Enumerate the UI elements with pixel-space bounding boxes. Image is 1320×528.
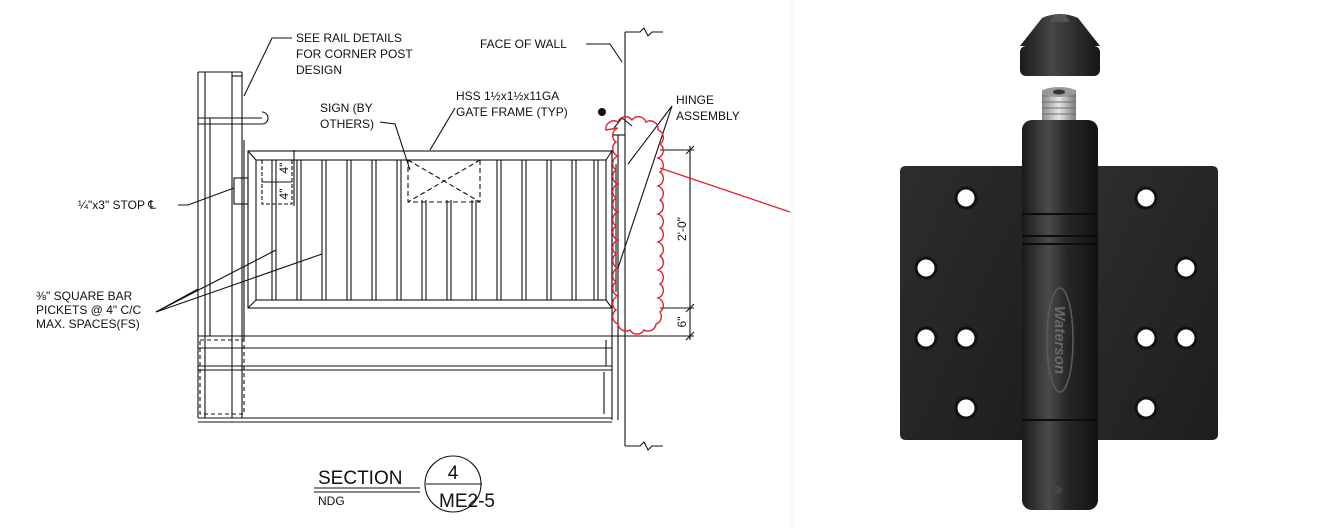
right-screw-holes — [1134, 186, 1198, 420]
drawing-labels: SEE RAIL DETAILS FOR CORNER POST DESIGN … — [36, 31, 740, 512]
label-rail-details-3: DESIGN — [296, 63, 342, 77]
leaders — [155, 37, 673, 313]
section-bubble — [314, 455, 482, 513]
gate-frame — [247, 150, 613, 309]
stop-plate — [233, 177, 249, 205]
wall — [611, 27, 663, 451]
sign-outline — [407, 159, 481, 203]
brand-logo: Waterson — [1046, 287, 1074, 393]
label-stop-plate: ¼"x3" STOP ℄ — [78, 198, 156, 212]
section-sheet: ME2-5 — [439, 491, 495, 512]
label-rail-details-1: SEE RAIL DETAILS — [296, 31, 402, 45]
section-number: 4 — [448, 463, 459, 484]
label-hinge-2: ASSEMBLY — [676, 109, 740, 123]
label-hss-2: GATE FRAME (TYP) — [456, 105, 568, 119]
section-scale: NDG — [318, 494, 345, 508]
brand-name: Waterson — [1051, 306, 1068, 374]
label-sign-1: SIGN (BY — [320, 101, 373, 115]
hinge-product-image: Waterson — [900, 14, 1218, 510]
label-rail-details-2: FOR CORNER POST — [296, 47, 413, 61]
hinge-cap — [1020, 14, 1100, 76]
label-pickets-2: PICKETS @ 4" C/C — [36, 303, 141, 317]
label-hss-1: HSS 1½x1½x11GA — [456, 89, 559, 103]
label-pickets-3: MAX. SPACES(FS) — [36, 317, 140, 331]
left-leaf-plate — [900, 166, 1025, 440]
label-hinge-1: HINGE — [676, 93, 714, 107]
revision-cloud — [605, 116, 664, 335]
dim-4a: 4" — [277, 163, 291, 174]
corner-post — [197, 71, 269, 418]
small-dim-box — [261, 150, 295, 206]
section-title: SECTION — [318, 468, 402, 489]
dim-4b: 4" — [277, 189, 291, 200]
right-leaf-plate — [1095, 166, 1218, 440]
technical-drawing — [155, 27, 791, 513]
dim-2ft: 2'-0" — [675, 217, 689, 241]
dim-6in: 6" — [675, 317, 689, 328]
left-screw-holes — [914, 186, 978, 420]
base-slab — [198, 335, 612, 423]
hinge-barrel — [1022, 120, 1098, 510]
label-sign-2: OTHERS) — [320, 117, 374, 131]
label-pickets-1: ⅜" SQUARE BAR — [36, 289, 133, 303]
label-face-of-wall: FACE OF WALL — [480, 37, 567, 51]
pickets — [271, 160, 599, 300]
callout-leader — [659, 167, 791, 213]
hinge-detail — [613, 117, 633, 292]
